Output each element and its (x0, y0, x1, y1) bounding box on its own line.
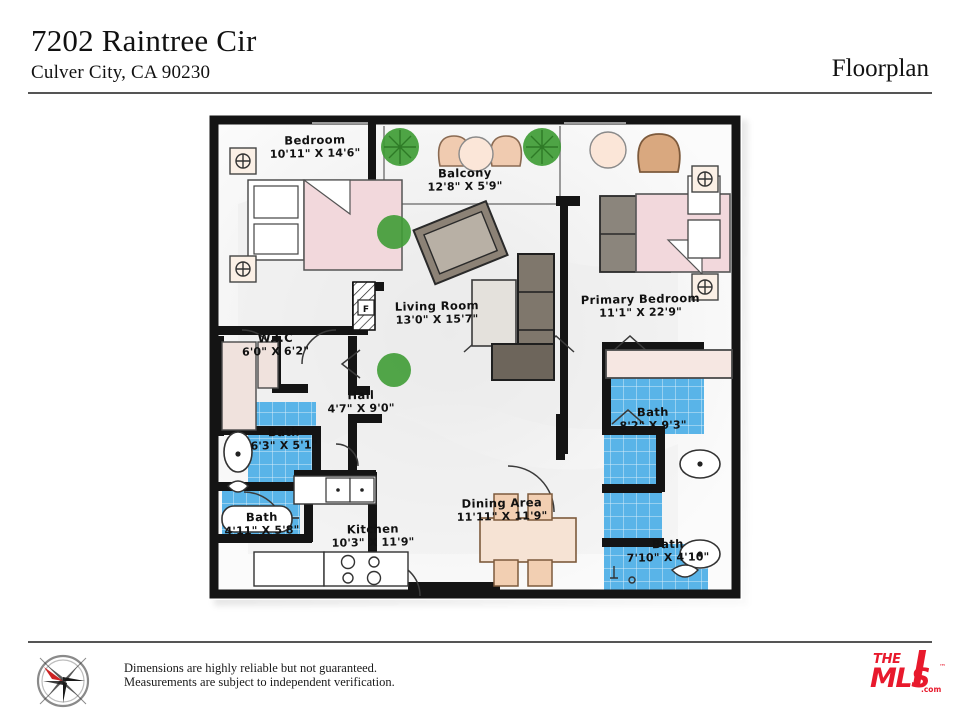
logo-trademark: ™ (939, 663, 946, 671)
plan-canvas: F (208, 114, 742, 600)
room-dimensions: 11'1" X 22'9" (599, 305, 683, 320)
disclaimer-line-1: Dimensions are highly reliable but not g… (124, 661, 378, 675)
plan-vector: F (209, 115, 741, 599)
header-divider (28, 92, 932, 94)
room-dimensions: 13'0" X 15'7" (395, 312, 479, 327)
room-dimensions: 8'2" X 9'3" (619, 418, 687, 433)
room-dimensions: 10'11" X 14'6" (269, 146, 361, 161)
property-address: 7202 Raintree Cir Culver City, CA 90230 (31, 22, 257, 86)
room-name: Bath (245, 509, 278, 525)
room-dimensions: 4'11" X 5'8" (224, 523, 300, 538)
room-label-balcony: Balcony 12'8" X 5'9" (400, 165, 531, 195)
room-dimensions: 11'11" X 11'9" (456, 509, 548, 524)
logo-mls-text: MLS (870, 663, 931, 694)
disclaimer-line-2: Measurements are subject to independent … (124, 675, 395, 689)
svg-text:F: F (363, 305, 369, 315)
address-city-state-zip: Culver City, CA 90230 (31, 62, 211, 83)
the-mls-logo[interactable]: THE MLS ™ .com (869, 650, 947, 696)
room-dimensions: 10'3" X 11'9" (331, 535, 415, 550)
room-label-primary-bedroom: Primary Bedroom 11'1" X 22'9" (563, 291, 719, 322)
page-footer: Dimensions are highly reliable but not g… (0, 641, 960, 720)
room-label-bath-lower: Bath 7'10" X 4'10" (620, 536, 717, 566)
room-dimensions: 4'7" X 9'0" (327, 401, 395, 416)
room-label-wic: W.I.C 6'0" X 6'2" (228, 330, 324, 360)
document-title: Floorplan (831, 55, 929, 82)
floorplan-drawing: F (208, 114, 748, 606)
room-label-bath-left: Bath 4'11" X 5'8" (222, 509, 303, 539)
page-header: 7202 Raintree Cir Culver City, CA 90230 … (0, 0, 960, 92)
room-label-living-room: Living Room 13'0" X 15'7" (372, 298, 503, 328)
room-label-bedroom: Bedroom 10'11" X 14'6" (240, 132, 391, 163)
disclaimer-text: Dimensions are highly reliable but not g… (124, 661, 395, 689)
room-label-hall: Hall 4'7" X 9'0" (316, 387, 407, 417)
room-name: Primary Bedroom (580, 290, 701, 308)
room-dimensions: 12'8" X 5'9" (427, 179, 503, 194)
footer-divider (28, 641, 932, 643)
room-dimensions: 7'10" X 4'10" (626, 550, 710, 565)
logo-com-text: .com (921, 685, 942, 694)
address-street: 7202 Raintree Cir (31, 23, 257, 58)
room-label-bath-hall: Bath 6'3" X 5'1" (241, 424, 328, 454)
logo-the-text: THE (873, 652, 901, 667)
room-label-kitchen: Kitchen 10'3" X 11'9" (320, 521, 427, 551)
room-label-bath-primary: Bath 8'2" X 9'3" (608, 404, 699, 434)
room-label-dining-area: Dining Area 11'11" X 11'9" (443, 495, 562, 525)
room-dimensions: 6'0" X 6'2" (241, 344, 310, 359)
room-dimensions: 6'3" X 5'1" (250, 438, 318, 453)
compass-rose-icon (36, 654, 90, 708)
